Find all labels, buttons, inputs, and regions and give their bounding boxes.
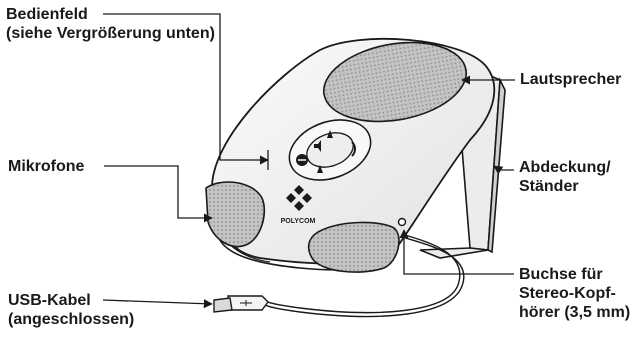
label-bedienfeld-line1: Bedienfeld [6,6,88,23]
usb-plug [213,295,269,313]
leader-buchse [399,229,514,275]
headphone-jack [397,217,407,227]
polycom-logo [286,185,312,211]
label-abdeckung: Abdeckung/ Ständer [519,158,611,196]
label-usb-kabel-line1: USB-Kabel [8,292,91,309]
label-buchse-line3: hörer (3,5 mm) [519,304,631,321]
label-usb-kabel: USB-Kabel (angeschlossen) [8,291,134,329]
label-bedienfeld: Bedienfeld (siehe Vergrößerung unten) [6,5,215,43]
label-buchse: Buchse für Stereo-Kopf- hörer (3,5 mm) [519,265,630,322]
usb-cable [261,231,465,318]
control-panel [288,119,372,181]
speaker-grille [322,41,468,123]
label-buchse-line1: Buchse für [519,266,603,283]
brand-text: POLYCOM [281,218,316,225]
label-bedienfeld-line2: (siehe Vergrößerung unten) [6,25,215,42]
label-abdeckung-line1: Abdeckung/ [519,159,611,176]
microphone-left [205,181,266,248]
label-mikrofone: Mikrofone [8,157,84,176]
leader-lines [102,13,515,309]
label-abdeckung-line2: Ständer [519,178,579,195]
leader-abdeckung [493,165,514,175]
leader-mikrofone [104,165,213,223]
label-buchse-line2: Stereo-Kopf- [519,285,616,302]
leader-usb [102,299,213,309]
label-usb-kabel-line2: (angeschlossen) [8,311,135,328]
microphone-right [307,221,400,273]
label-lautsprecher: Lautsprecher [520,70,621,89]
label-mikrofone-line1: Mikrofone [8,158,85,175]
leader-bedienfeld [103,13,269,165]
label-lautsprecher-line1: Lautsprecher [520,71,622,88]
